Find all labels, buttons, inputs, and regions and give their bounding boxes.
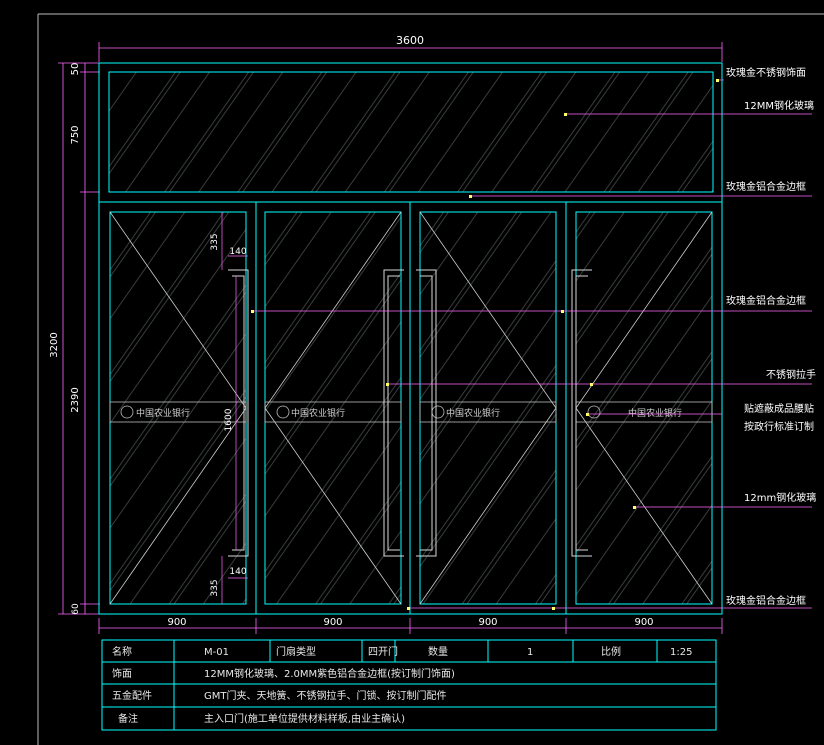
callout-8: 12mm钢化玻璃	[744, 491, 816, 504]
door-height-label: 2390	[70, 387, 81, 412]
tb-hardware-label: 五金配件	[112, 689, 152, 702]
leaf-width-2: 900	[323, 617, 342, 628]
callout-4: 玫瑰金铝合金边框	[726, 294, 806, 307]
tb-qty-value: 1	[527, 647, 533, 658]
tb-hardware-value: GMT门夹、天地簧、不锈钢拉手、门锁、按订制门配件	[204, 689, 447, 702]
handle-width-label-top: 140	[229, 247, 246, 257]
callout-6: 贴遮蔽成品腰贴	[744, 402, 814, 415]
leaf-width-3: 900	[478, 617, 497, 628]
handle-2	[383, 269, 404, 557]
callout-2: 12MM钢化玻璃	[744, 99, 814, 112]
tb-finish-label: 饰面	[112, 667, 132, 680]
handle-top-offset-label: 335	[210, 233, 220, 250]
handle-width-label-bottom: 140	[229, 567, 246, 577]
tb-type-value: 四开门	[368, 645, 398, 658]
tb-name-value: M-01	[204, 647, 229, 658]
door-handles	[228, 269, 592, 557]
tb-scale-label: 比例	[601, 645, 621, 658]
callout-1: 玫瑰金不锈钢饰面	[726, 66, 806, 79]
tb-name-label: 名称	[112, 645, 132, 658]
transom-height-label: 750	[70, 125, 81, 144]
handle-length-label: 1600	[224, 408, 234, 431]
callout-9: 玫瑰金铝合金边框	[726, 594, 806, 607]
top-margin-label: 50	[70, 63, 81, 76]
leaf-3-glass	[419, 211, 557, 605]
handle-4	[571, 269, 592, 557]
tb-scale-value: 1:25	[670, 647, 692, 658]
total-height-label: 3200	[49, 332, 60, 357]
tb-finish-value: 12MM钢化玻璃、2.0MM紫色铝合金边框(按订制门饰面)	[204, 667, 455, 680]
handle-bottom-offset-label: 335	[210, 579, 220, 596]
callout-dots	[251, 79, 719, 610]
overall-width-dimension	[98, 42, 723, 62]
tb-type-label: 门扇类型	[276, 645, 316, 658]
logo-band	[109, 401, 713, 423]
leaf-width-dimension	[98, 618, 723, 634]
handle-dimension-lines	[221, 212, 248, 604]
leaf-1-glass	[109, 211, 247, 605]
left-dimension-lines	[58, 62, 100, 615]
leaf-2-glass	[264, 211, 402, 605]
logo-text-3: 中国农业银行	[446, 407, 500, 419]
tb-remark-value: 主入口门(施工单位提供材料样板,由业主确认)	[204, 712, 405, 725]
title-block-grid	[101, 639, 717, 731]
outer-frame	[98, 62, 723, 615]
logo-text-4: 中国农业银行	[628, 407, 682, 419]
callout-3: 玫瑰金铝合金边框	[726, 180, 806, 193]
logo-text-1: 中国农业银行	[136, 407, 190, 419]
callout-leaders	[252, 79, 812, 609]
overall-width-label: 3600	[396, 34, 424, 47]
transom-glass	[108, 71, 714, 193]
callout-5: 不锈钢拉手	[766, 368, 816, 381]
callout-7: 按政行标准订制	[744, 420, 814, 433]
leaf-width-4: 900	[634, 617, 653, 628]
bottom-margin-label: 60	[71, 603, 81, 615]
door-leaves	[109, 211, 713, 605]
logo-text-2: 中国农业银行	[291, 407, 345, 419]
tb-qty-label: 数量	[428, 645, 448, 658]
leaf-4-glass	[575, 211, 713, 605]
leaf-width-1: 900	[167, 617, 186, 628]
handle-3	[416, 269, 437, 557]
tb-remark-label: 备注	[118, 712, 138, 725]
handle-1	[228, 269, 249, 557]
